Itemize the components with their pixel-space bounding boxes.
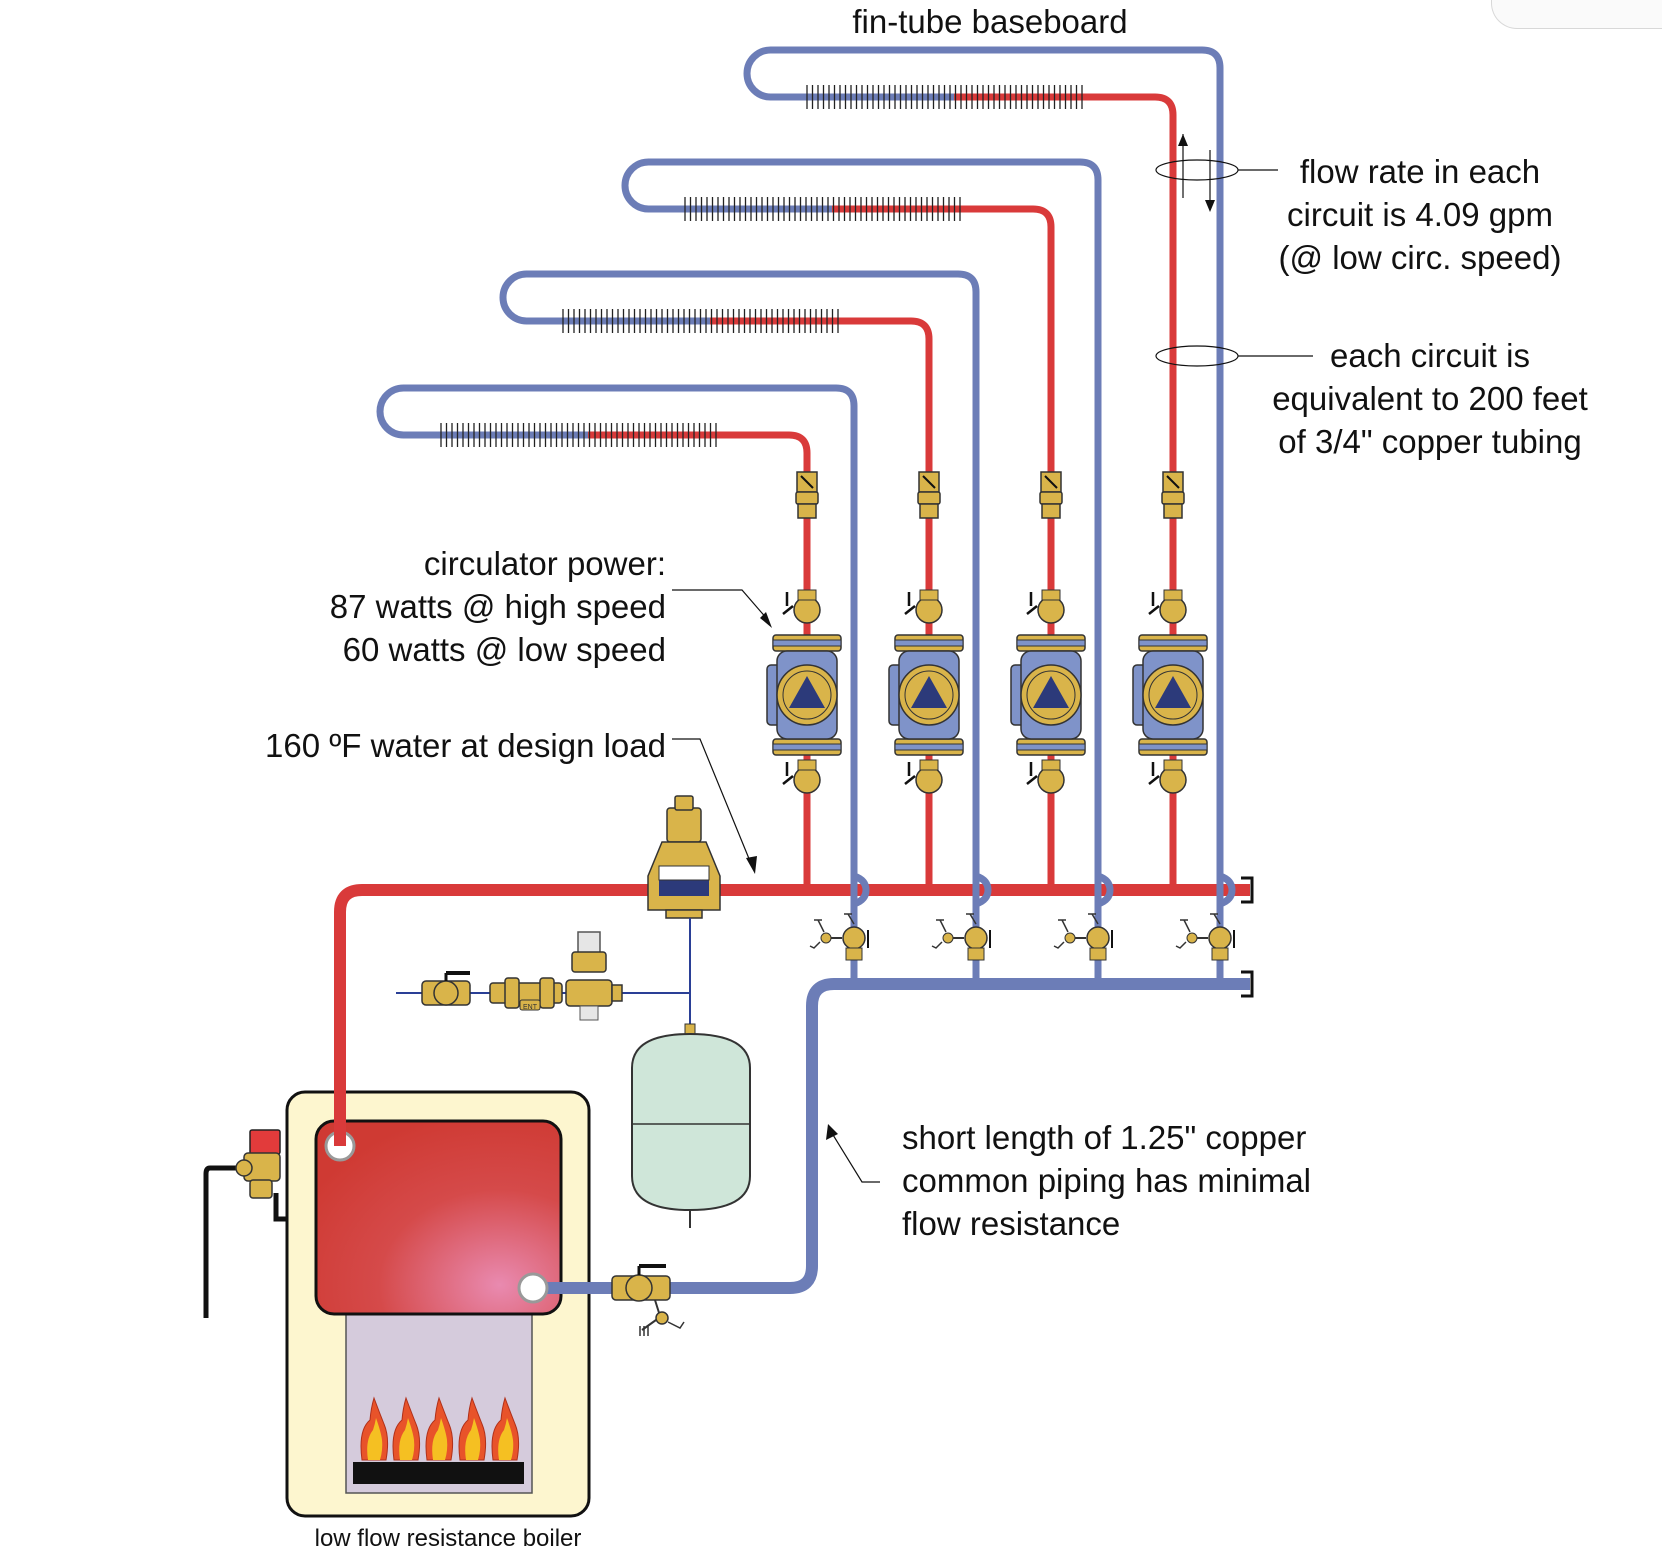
fin-tube-element — [562, 309, 839, 333]
boiler — [285, 1090, 591, 1518]
circuit-1 — [376, 384, 870, 984]
boiler-supply-pipe — [334, 884, 1250, 1146]
circulator-pump — [888, 589, 964, 794]
flow-rate-line-3: (@ low circ. speed) — [1278, 239, 1562, 276]
flame — [491, 1396, 520, 1461]
circulator-pump — [1132, 589, 1208, 794]
callout-leaders — [672, 134, 1313, 1183]
circulator-pump — [1010, 589, 1086, 794]
equivalent-line-2: equivalent to 200 feet — [1272, 380, 1588, 417]
flow-callout-ring — [1155, 159, 1239, 181]
circulator-pump — [766, 589, 842, 794]
fin-tube-element — [806, 85, 1083, 109]
flow-rate-line-2: circuit is 4.09 gpm — [1287, 196, 1553, 233]
flame — [392, 1396, 421, 1461]
flow-rate-line-1: flow rate in each — [1299, 153, 1541, 190]
label-common-piping: short length of 1.25" copper common pipi… — [902, 1116, 1422, 1245]
label-fin-tube-baseboard: fin-tube baseboard — [852, 3, 1128, 40]
common-piping-line-3: flow resistance — [902, 1205, 1121, 1242]
circulator-power-line-2: 87 watts @ high speed — [329, 588, 666, 625]
circulator-power-line-1: circulator power: — [423, 545, 666, 582]
flame — [360, 1396, 389, 1461]
boiler-return-ball-valve — [611, 1264, 685, 1336]
circuit-3 — [621, 158, 1114, 984]
flame — [425, 1396, 454, 1461]
flow-check-valve — [795, 471, 819, 519]
burner — [353, 1462, 524, 1484]
return-drain-valve — [1175, 913, 1235, 961]
flame — [458, 1396, 487, 1461]
flow-check-valve — [1161, 471, 1185, 519]
flow-check-valve — [1039, 471, 1063, 519]
common-piping-line-1: short length of 1.25" copper — [902, 1119, 1307, 1156]
label-circulator-power: circulator power: 87 watts @ high speed … — [250, 542, 666, 671]
pressure-relief-valve — [203, 1129, 287, 1318]
pressure-reducing-valve — [565, 931, 623, 1021]
air-separator — [647, 795, 721, 919]
fin-tube-element — [440, 423, 717, 447]
makeup-ball-valve — [421, 971, 471, 1006]
label-equivalent-length: each circuit is equivalent to 200 feet o… — [1240, 334, 1620, 463]
circuit-2 — [499, 270, 992, 984]
return-drain-valve — [809, 913, 869, 961]
branch-circuits — [376, 46, 1236, 984]
common-piping-line-2: common piping has minimal — [902, 1162, 1312, 1199]
heat-exchanger — [314, 1119, 563, 1316]
backflow-preventer: ENT — [489, 977, 563, 1011]
length-callout-ring — [1155, 345, 1239, 367]
common-return-pipe — [517, 876, 1254, 1304]
circuit-4 — [743, 46, 1236, 984]
makeup-water-line: ENT — [396, 918, 691, 1024]
circulator-power-line-3: 60 watts @ low speed — [342, 631, 666, 668]
label-flow-rate: flow rate in each circuit is 4.09 gpm (@… — [1260, 150, 1580, 279]
expansion-tank — [631, 1023, 751, 1228]
return-drain-valve — [1053, 913, 1113, 961]
flow-check-valve — [917, 471, 941, 519]
equivalent-line-1: each circuit is — [1330, 337, 1530, 374]
label-boiler: low flow resistance boiler — [314, 1525, 582, 1552]
equivalent-line-3: of 3/4" copper tubing — [1278, 423, 1582, 460]
return-drain-valve — [931, 913, 991, 961]
label-supply-temperature: 160 ºF water at design load — [265, 727, 666, 764]
window-corner — [1491, 0, 1662, 29]
boiler-return-port — [517, 1272, 549, 1304]
fin-tube-element — [684, 197, 961, 221]
burner-flames — [360, 1396, 520, 1461]
valve-tag: ENT — [523, 1004, 538, 1011]
